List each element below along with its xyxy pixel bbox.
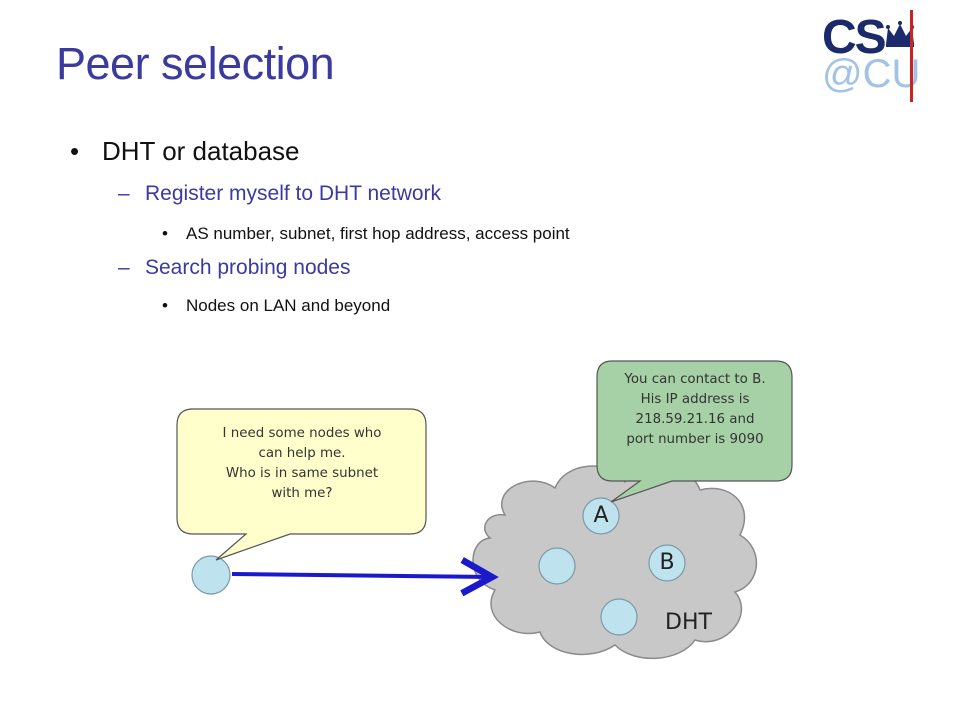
yellow-bubble-text: I need some nodes who can help me. Who i… (180, 424, 424, 504)
bullet-level3-text: AS number, subnet, first hop address, ac… (186, 224, 570, 243)
logo-cu-text: @CU (822, 52, 921, 96)
bullet-level2-text: Search probing nodes (145, 256, 351, 279)
bubble-line: port number is 9090 (626, 432, 764, 447)
dash-marker: – (118, 256, 130, 279)
cs-cu-logo: CS @CU (818, 10, 921, 102)
node-b-label: B (659, 550, 675, 575)
bubble-line: You can contact to B. (624, 372, 766, 387)
logo-divider (910, 10, 913, 102)
slide-title: Peer selection (56, 38, 335, 89)
bullet-level2-register: –Register myself to DHT network (118, 182, 441, 206)
dht-node-b (648, 544, 686, 582)
bullet-level1: • DHT or database (70, 136, 300, 167)
dht-node-bottom (600, 598, 638, 636)
dash-marker: – (118, 182, 130, 205)
dht-node-a (582, 497, 620, 535)
yellow-speech-bubble (176, 408, 427, 561)
bullet-marker: • (162, 224, 168, 243)
bullet-level2-search: –Search probing nodes (118, 256, 350, 280)
logo-cs-text: CS (822, 11, 887, 64)
dht-node-left (538, 547, 576, 585)
dht-label: DHT (665, 610, 712, 635)
bubble-line: I need some nodes who (222, 426, 382, 441)
request-arrow (231, 574, 492, 577)
bubble-line: His IP address is (640, 392, 750, 407)
bubble-line: Who is in same subnet (225, 466, 379, 481)
bullet-level3-text: Nodes on LAN and beyond (186, 296, 391, 315)
bullet-marker: • (70, 136, 80, 166)
green-speech-bubble (596, 360, 793, 503)
bubble-line: 218.59.21.16 and (635, 412, 755, 427)
bullet-level3-nodes: • Nodes on LAN and beyond (162, 296, 390, 316)
bullet-level3-as-number: • AS number, subnet, first hop address, a… (162, 224, 570, 244)
node-a-label: A (593, 503, 609, 528)
bullet-level1-text: DHT or database (102, 136, 300, 166)
green-bubble-text: You can contact to B. His IP address is … (599, 370, 791, 450)
bullet-marker: • (162, 296, 168, 315)
bullet-level2-text: Register myself to DHT network (145, 182, 442, 205)
bubble-line: can help me. (258, 446, 346, 461)
bubble-line: with me? (271, 486, 333, 501)
requester-node (191, 555, 231, 595)
